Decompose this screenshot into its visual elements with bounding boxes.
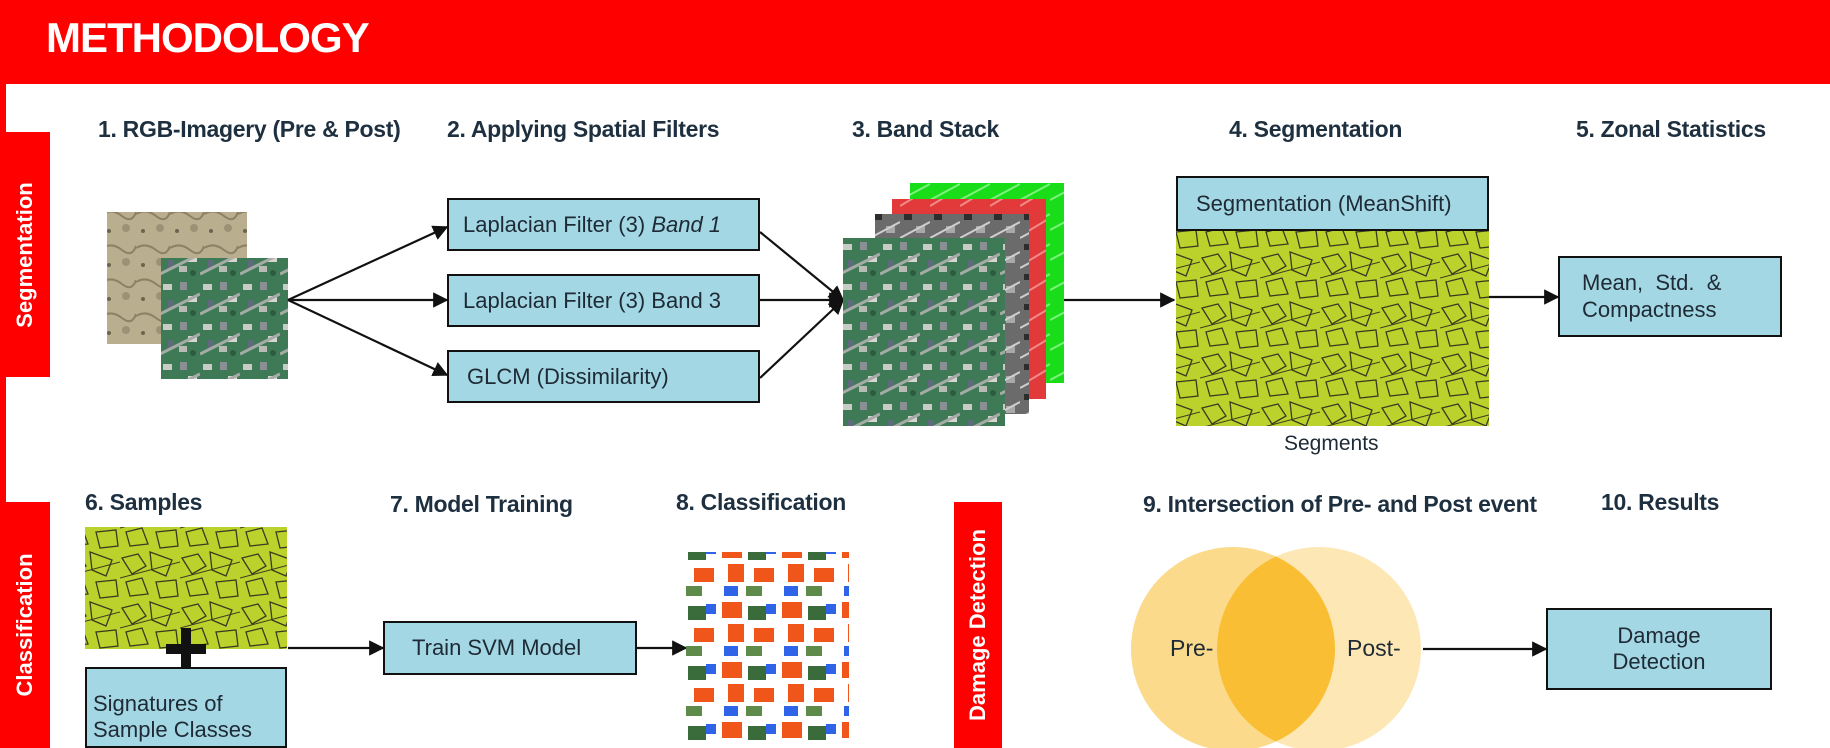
side-tab-segmentation: Segmentation	[0, 132, 50, 377]
step-1-heading: 1. RGB-Imagery (Pre & Post)	[98, 116, 401, 142]
page-title: METHODOLOGY	[46, 14, 370, 61]
step-8-heading: 8. Classification	[676, 489, 847, 515]
post-event-image	[161, 258, 288, 379]
laplacian-band3-box: Laplacian Filter (3) Band 3	[447, 274, 760, 327]
step-2-heading: 2. Applying Spatial Filters	[447, 116, 720, 142]
side-tab-classification: Classification	[0, 502, 50, 748]
venn-pre-label: Pre-	[1170, 635, 1214, 661]
laplacian-band3-label: Laplacian Filter (3) Band 3	[463, 287, 722, 313]
venn-diagram	[1131, 547, 1421, 748]
arrow-laplacian-1-to-stack	[759, 231, 845, 301]
step-4-heading: 4. Segmentation	[1229, 116, 1403, 142]
step-6-heading: 6. Samples	[85, 489, 203, 515]
signatures-line-2: Sample Classes	[93, 716, 252, 742]
laplacian-band1-band: Band 1	[651, 211, 722, 237]
zonal-stats-line-2: Compactness	[1582, 296, 1717, 322]
glcm-label: GLCM (Dissimilarity)	[467, 363, 669, 389]
segments-caption: Segments	[1284, 432, 1379, 455]
step-10-heading: 10. Results	[1601, 489, 1720, 515]
damage-detection-line-2: Detection	[1612, 649, 1706, 674]
glcm-box: GLCM (Dissimilarity)	[447, 350, 760, 403]
arrow-to-laplacian-1	[287, 225, 449, 301]
damage-detection-box: Damage Detection	[1546, 608, 1772, 690]
step-3-heading: 3. Band Stack	[852, 116, 999, 142]
band-layer-rgb	[843, 238, 1005, 426]
arrow-to-glcm	[287, 299, 449, 377]
signatures-line-1: Signatures of	[93, 691, 223, 717]
train-svm-label: Train SVM Model	[412, 635, 582, 660]
damage-detection-line-1: Damage	[1617, 622, 1701, 648]
step-9-heading: 9. Intersection of Pre- and Post event	[1143, 491, 1537, 517]
train-svm-box: Train SVM Model	[383, 621, 637, 675]
arrow-glcm-to-stack	[759, 298, 845, 379]
laplacian-band1-box: Laplacian Filter (3) Band 1	[447, 198, 760, 251]
venn-overlap	[1216, 556, 1336, 742]
side-tab-damage-detection: Damage Detection	[954, 502, 1002, 748]
signatures-box: Signatures of Sample Classes	[85, 667, 287, 748]
segmentation-meanshift-box: Segmentation (MeanShift)	[1176, 176, 1489, 231]
laplacian-band1-prefix: Laplacian Filter (3)	[463, 211, 652, 237]
step-7-heading: 7. Model Training	[390, 491, 573, 517]
segmentation-image	[1176, 230, 1489, 426]
zonal-statistics-box: Mean, Std. & Compactness	[1558, 256, 1782, 337]
venn-post-label: Post-	[1347, 635, 1401, 661]
step-5-heading: 5. Zonal Statistics	[1576, 116, 1766, 142]
classification-image	[686, 552, 849, 744]
header-bar	[0, 0, 1830, 84]
segmentation-meanshift-label: Segmentation (MeanShift)	[1196, 190, 1452, 216]
zonal-stats-line-1: Mean, Std. &	[1582, 270, 1722, 296]
